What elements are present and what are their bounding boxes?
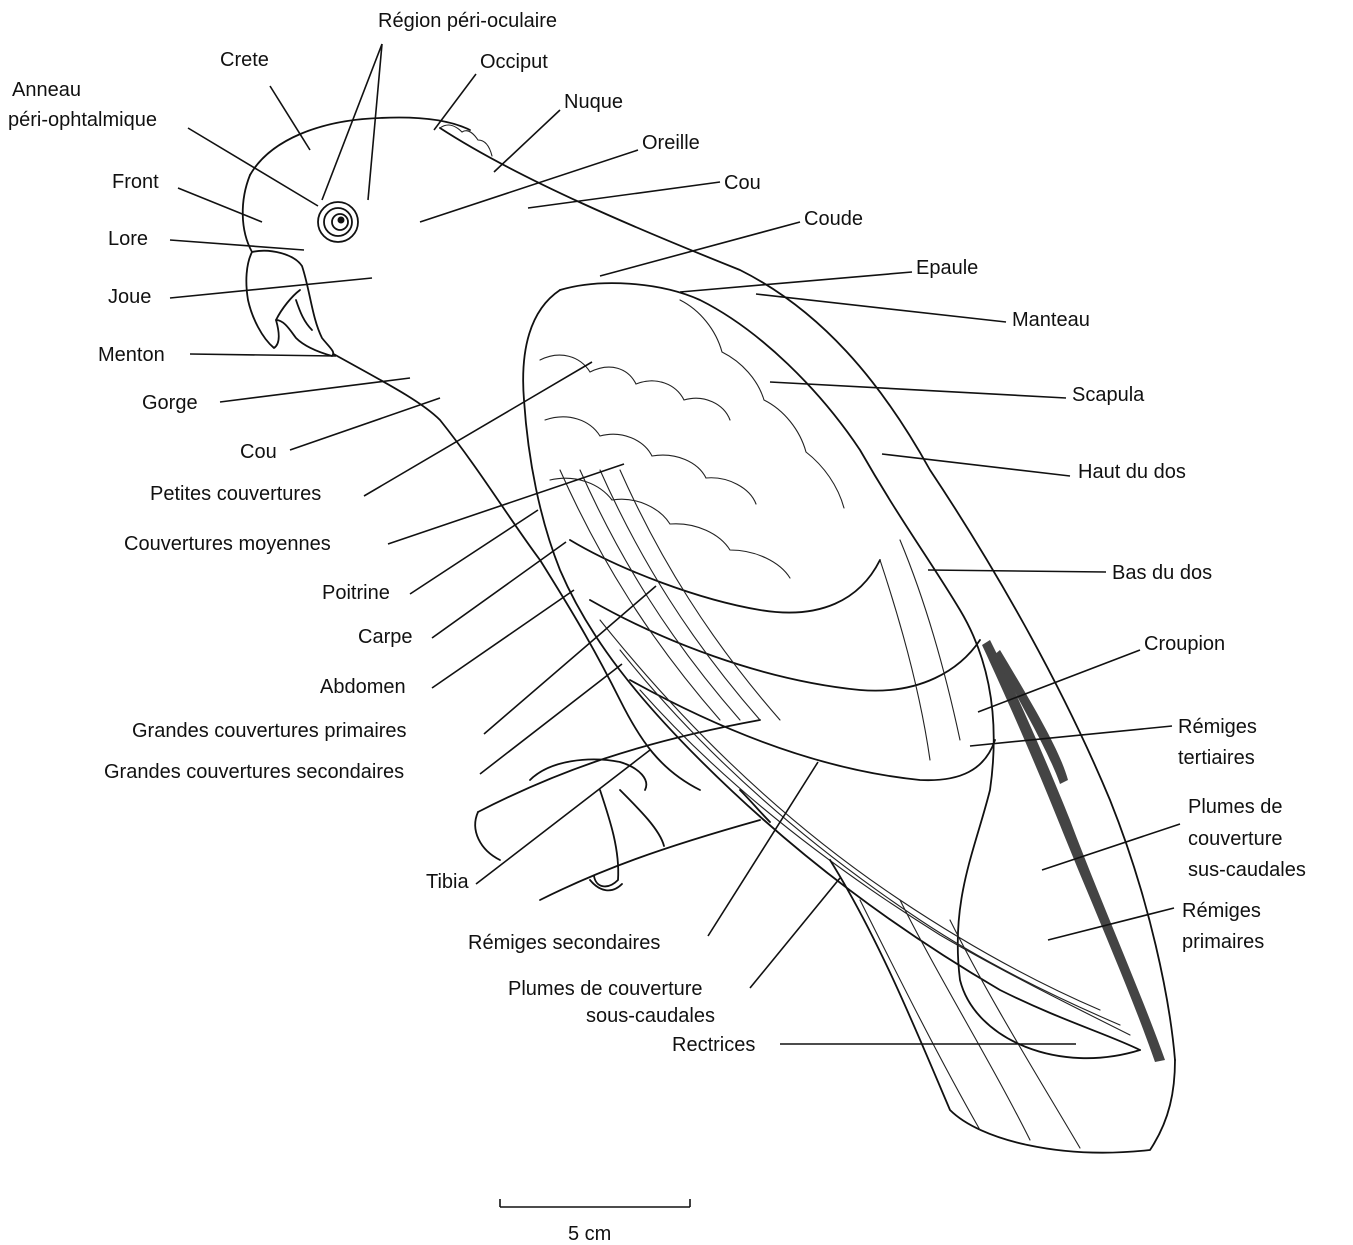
label-oreille: Oreille [642, 132, 700, 154]
label-haut-du-dos: Haut du dos [1078, 461, 1186, 483]
label-plumes-sous-caudales-line1: Plumes de couverture [508, 978, 703, 1000]
label-coude: Coude [804, 208, 863, 230]
label-remiges-primaires-line1: Rémiges [1182, 900, 1261, 922]
label-anneau-line1: Anneau [12, 79, 81, 101]
label-occiput: Occiput [480, 51, 548, 73]
label-lore: Lore [108, 228, 148, 250]
label-remiges-tertiaires-line1: Rémiges [1178, 716, 1257, 738]
label-grandes-couvertures-primaires: Grandes couvertures primaires [132, 720, 407, 742]
tail [830, 860, 1175, 1153]
label-poitrine: Poitrine [322, 582, 390, 604]
label-abdomen: Abdomen [320, 676, 406, 698]
label-region-perioculaire: Région péri-oculaire [378, 10, 557, 32]
label-plumes-sus-caudales-line2: couverture [1188, 828, 1283, 850]
label-couvertures-moyennes: Couvertures moyennes [124, 533, 331, 555]
label-anneau-line2: péri-ophtalmique [8, 109, 157, 131]
scale-bar-label: 5 cm [568, 1223, 611, 1245]
label-manteau: Manteau [1012, 309, 1090, 331]
scale-bar: 5 cm [500, 1199, 690, 1245]
label-plumes-sous-caudales-line2: sous-caudales [586, 1005, 715, 1027]
label-remiges-secondaires: Rémiges secondaires [468, 932, 660, 954]
label-remiges-primaires-line2: primaires [1182, 931, 1264, 953]
label-petites-couvertures: Petites couvertures [150, 483, 321, 505]
label-cou-top: Cou [724, 172, 761, 194]
labels: Région péri-oculaire Crete Occiput Annea… [8, 10, 1306, 1056]
label-gorge: Gorge [142, 392, 198, 414]
foot [530, 759, 770, 890]
label-cou-bottom: Cou [240, 441, 277, 463]
label-scapula: Scapula [1072, 384, 1145, 406]
label-croupion: Croupion [1144, 633, 1225, 655]
label-tibia: Tibia [426, 871, 469, 893]
label-epaule: Epaule [916, 257, 978, 279]
label-plumes-sus-caudales-line3: sus-caudales [1188, 859, 1306, 881]
label-crete: Crete [220, 49, 269, 71]
label-nuque: Nuque [564, 91, 623, 113]
label-rectrices: Rectrices [672, 1034, 755, 1056]
label-joue: Joue [108, 286, 151, 308]
beak [246, 251, 333, 356]
label-grandes-couvertures-secondaires: Grandes couvertures secondaires [104, 761, 404, 783]
label-menton: Menton [98, 344, 165, 366]
label-remiges-tertiaires-line2: tertiaires [1178, 747, 1255, 769]
label-carpe: Carpe [358, 626, 412, 648]
label-bas-du-dos: Bas du dos [1112, 562, 1212, 584]
label-plumes-sus-caudales-line1: Plumes de [1188, 796, 1283, 818]
label-front: Front [112, 171, 159, 193]
eye [318, 202, 358, 242]
